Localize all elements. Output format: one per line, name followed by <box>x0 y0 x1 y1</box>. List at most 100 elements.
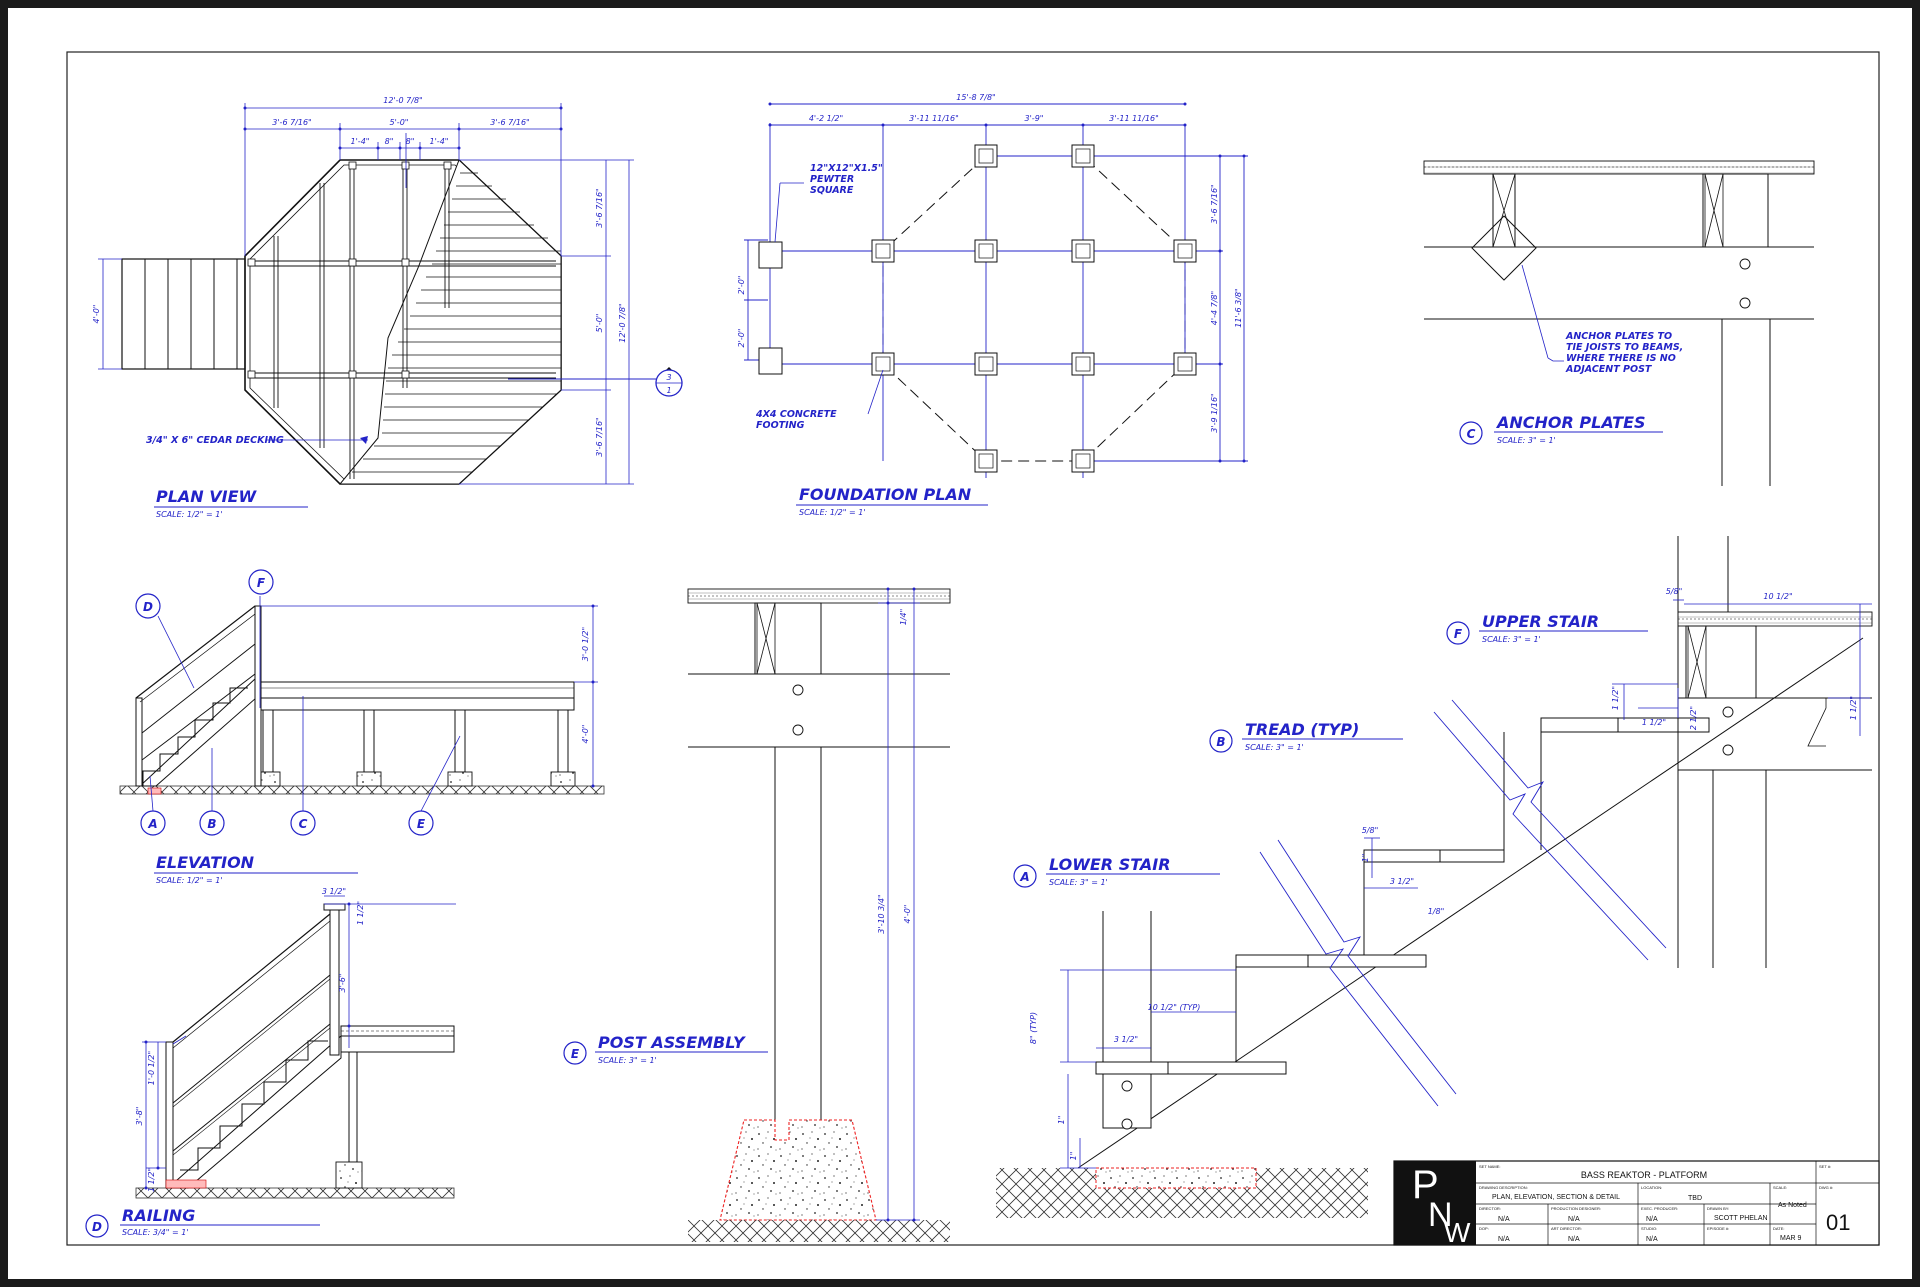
exec-producer-label: EXEC. PRODUCER: <box>1641 1206 1678 1211</box>
tread-callout: B <box>1216 735 1225 749</box>
pewter-dim-a: 2'-0" <box>737 276 746 295</box>
plan-joist-b: 8" <box>385 137 394 146</box>
elevation-callout-d: D <box>143 600 153 614</box>
drawing-canvas: 3 1 12'-0 7/8" 3'-6 7/16" 5'-0" 3'-6 7/1… <box>66 51 1880 1248</box>
foundation-right-mid: 4'-4 7/8" <box>1210 291 1219 325</box>
plan-stair-depth: 4'-0" <box>92 305 101 324</box>
foundation-seg1: 4'-2 1/2" <box>809 114 843 123</box>
upper-width-dim: 10 1/2" <box>1763 592 1792 601</box>
dwg-number: 01 <box>1826 1210 1850 1235</box>
elevation-callout-e: E <box>417 817 426 831</box>
lower-stair-scale: SCALE: 3" = 1' <box>1049 878 1108 887</box>
dop-label: DOP: <box>1479 1226 1489 1231</box>
elevation-upper-dim: 3'-0 1/2" <box>581 627 590 661</box>
anchor-plates-scale: SCALE: 3" = 1' <box>1497 436 1556 445</box>
post-length-dim: 3'-10 3/4" <box>877 894 886 933</box>
plan-view-scale: SCALE: 1/2" = 1' <box>156 510 223 519</box>
episode-label: EPISODE #: <box>1707 1226 1729 1231</box>
drawing-sheet: 3 1 12'-0 7/8" 3'-6 7/16" 5'-0" 3'-6 7/1… <box>8 8 1912 1279</box>
anchor-plates-title: ANCHOR PLATES <box>1495 413 1646 432</box>
scale-label: SCALE: <box>1773 1185 1787 1190</box>
pewter-dim-b: 2'-0" <box>737 329 746 348</box>
prod-designer-label: PRODUCTION DESIGNER: <box>1551 1206 1601 1211</box>
elevation-scale: SCALE: 1/2" = 1' <box>156 876 223 885</box>
railing-overall: 3'-8" <box>135 1107 144 1126</box>
desc-label: DRAWING DESCRIPTION: <box>1479 1185 1528 1190</box>
decking-note: 3/4" X 6" CEDAR DECKING <box>146 435 284 446</box>
railing-post-dim: 3'-6" <box>338 974 347 993</box>
plan-right-center: 5'-0" <box>595 314 604 333</box>
lower-stair-tread: 3 1/2" <box>1114 1035 1138 1044</box>
set-name: BASS REAKTOR - PLATFORM <box>1581 1170 1707 1180</box>
logo-w: W <box>1444 1217 1471 1248</box>
pewter-line-1: 12"X12"X1.5" <box>810 163 883 174</box>
lower-stair-title: LOWER STAIR <box>1049 855 1171 874</box>
railing-top-dim: 3 1/2" <box>322 887 346 896</box>
tread-top-dim: 5/8" <box>1362 826 1379 835</box>
footing-line-2: FOOTING <box>756 420 805 431</box>
set-num-label: SET #: <box>1819 1164 1831 1169</box>
lower-stair-bottom: 1" <box>1057 1116 1066 1125</box>
upper-c-dim: 1 1/2" <box>1642 718 1666 727</box>
set-name-label: SET NAME: <box>1479 1164 1501 1169</box>
lower-stair-callout: A <box>1019 870 1029 884</box>
drawn-by: SCOTT PHELAN <box>1714 1215 1768 1222</box>
plan-right-bottom: 3'-6 7/16" <box>595 417 604 456</box>
lower-stair-run: 10 1/2" (TYP) <box>1148 1003 1201 1012</box>
upper-stair-callout: F <box>1454 627 1463 641</box>
anchor-note-2: TIE JOISTS TO BEAMS, <box>1566 342 1683 353</box>
desc: PLAN, ELEVATION, SECTION & DETAIL <box>1492 1194 1620 1201</box>
location: TBD <box>1688 1195 1702 1202</box>
tread-title: TREAD (TYP) <box>1245 720 1359 739</box>
logo-p: P <box>1412 1163 1439 1207</box>
anchor-plates-detail: ANCHOR PLATES TO TIE JOISTS TO BEAMS, WH… <box>1423 160 1815 486</box>
railing-base-dim: 1 1/2" <box>147 1168 156 1192</box>
lower-stair-base: 1" <box>1069 1152 1078 1161</box>
upper-stair-scale: SCALE: 3" = 1' <box>1482 635 1541 644</box>
railing-right-dim: 1 1/2" <box>356 901 365 925</box>
plan-left-width: 3'-6 7/16" <box>272 118 311 127</box>
foundation-right-overall: 11'-6 3/8" <box>1234 288 1243 327</box>
upper-d-dim: 2 1/2" <box>1689 706 1698 730</box>
foundation-plan: 12"X12"X1.5" PEWTER SQUARE 4X4 CONCRETE … <box>737 93 1248 517</box>
elevation-callout-a: A <box>147 817 157 831</box>
section-mark-sheet: 1 <box>666 386 671 395</box>
upper-stair-title: UPPER STAIR <box>1482 612 1599 631</box>
date-label: DATE: <box>1773 1226 1784 1231</box>
stair-section: 8" (TYP) 10 1/2" (TYP) 3 1/2" 1" 1" 5/8"… <box>996 536 1873 1218</box>
dwg-label: DWG #: <box>1819 1185 1833 1190</box>
tread-c-dim: 1/8" <box>1428 907 1445 916</box>
plan-view: 3 1 12'-0 7/8" 3'-6 7/16" 5'-0" 3'-6 7/1… <box>92 96 683 519</box>
elevation-callout-c: C <box>299 817 308 831</box>
dop: N/A <box>1498 1236 1510 1243</box>
director-label: DIRECTOR: <box>1479 1206 1501 1211</box>
foundation-right-bottom: 3'-9 1/16" <box>1210 393 1219 432</box>
date: MAR 9 <box>1780 1235 1802 1242</box>
railing-callout: D <box>92 1220 102 1234</box>
exec-producer: N/A <box>1646 1216 1658 1223</box>
plan-joist-d: 1'-4" <box>430 137 449 146</box>
sheet-border <box>66 51 1880 1246</box>
director: N/A <box>1498 1216 1510 1223</box>
foundation-seg2: 3'-11 11/16" <box>909 114 959 123</box>
foundation-seg4: 3'-11 11/16" <box>1109 114 1159 123</box>
studio-label: STUDIO: <box>1641 1226 1657 1231</box>
art-director: N/A <box>1568 1236 1580 1243</box>
art-director-label: ART DIRECTOR: <box>1551 1226 1582 1231</box>
title-block: P N W SET NAME: BASS REAKTOR - PLATFORM … <box>1393 1160 1880 1248</box>
plan-view-title: PLAN VIEW <box>156 487 258 506</box>
studio: N/A <box>1646 1236 1658 1243</box>
tread-scale: SCALE: 3" = 1' <box>1245 743 1304 752</box>
post-overall-dim: 4'-0" <box>903 905 912 924</box>
location-label: LOCATION: <box>1641 1185 1662 1190</box>
tread-a-dim: 1" <box>1361 854 1370 863</box>
logo-n: N <box>1428 1196 1453 1234</box>
foundation-seg3: 3'-9" <box>1025 114 1044 123</box>
anchor-note-1: ANCHOR PLATES TO <box>1565 331 1672 342</box>
anchor-note-3: WHERE THERE IS NO <box>1566 353 1676 364</box>
upper-top-dim: 5/8" <box>1666 587 1683 596</box>
drawn-by-label: DRAWN BY: <box>1707 1206 1729 1211</box>
prod-designer: N/A <box>1568 1216 1580 1223</box>
plan-center-width: 5'-0" <box>390 118 409 127</box>
foundation-plan-scale: SCALE: 1/2" = 1' <box>799 508 866 517</box>
